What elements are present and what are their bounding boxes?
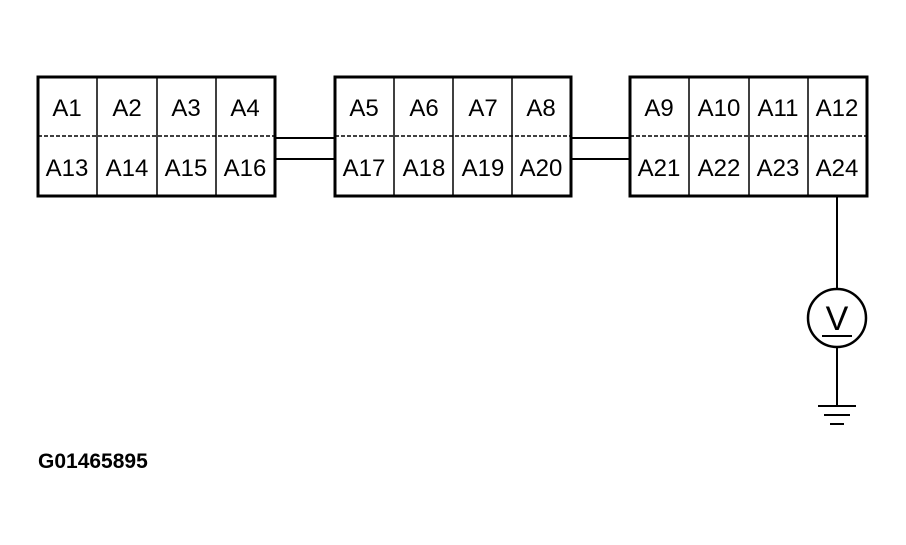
pin-label: A21 [638,155,681,182]
jumper-wire-1-2 [275,137,335,160]
pin-label: A5 [349,95,378,122]
connector-block-1 [36,75,277,198]
pin-label: A22 [698,155,741,182]
pin-label: A6 [409,95,438,122]
voltmeter-symbol: V [826,300,849,338]
pin-label: A10 [698,95,741,122]
pin-label: A8 [526,95,555,122]
pin-label: A7 [468,95,497,122]
pin-label: A19 [462,155,505,182]
pin-label: A2 [112,95,141,122]
pin-label: A20 [520,155,563,182]
figure-id: G01465895 [38,450,148,473]
pin-label: A1 [52,95,81,122]
pin-label: A12 [816,95,859,122]
pin-label: A16 [224,155,267,182]
pin-label: A13 [46,155,89,182]
pin-label: A24 [816,155,859,182]
pin-label: A23 [757,155,800,182]
pin-labels: A1 A2 A3 A4 A13 A14 A15 A16 A5 A6 A7 A8 … [46,95,859,182]
voltmeter-icon: V [806,287,868,349]
pin-label: A14 [106,155,149,182]
pin-label: A18 [403,155,446,182]
connector-block-3 [628,75,869,198]
ground-icon [818,405,856,425]
pin-label: A11 [758,95,799,122]
pin-label: A15 [165,155,208,182]
pin-label: A3 [171,95,200,122]
jumper-wire-2-3 [571,137,630,160]
pin-label: A9 [644,95,673,122]
connector-block-2 [333,75,573,198]
pin-label: A17 [343,155,386,182]
pin-label: A4 [230,95,259,122]
